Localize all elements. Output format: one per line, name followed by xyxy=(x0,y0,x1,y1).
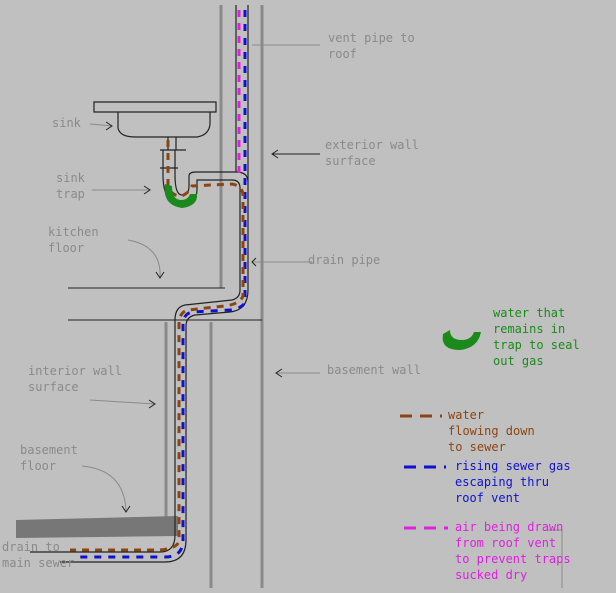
trap-water xyxy=(164,184,198,208)
legend-gas-line-3: roof vent xyxy=(455,491,520,505)
legend-trap-water-swatch xyxy=(442,330,481,350)
legend-air-line-1: air being drawn xyxy=(455,520,563,534)
legend: water that remains in trap to seal out g… xyxy=(400,306,580,582)
water-flow xyxy=(70,140,245,552)
kitchen-floor xyxy=(68,287,262,321)
legend-trap-water-line-2: remains in xyxy=(493,322,565,336)
sink-label: sink xyxy=(52,116,82,130)
legend-gas-line-2: escaping thru xyxy=(455,475,549,489)
legend-trap-water-line-4: out gas xyxy=(493,354,544,368)
vent-pipe-label-line-2: roof xyxy=(328,47,357,61)
leader-arrows xyxy=(105,121,320,513)
legend-air-line-3: to prevent traps xyxy=(455,552,571,566)
kitchen-floor-label-line-2: floor xyxy=(48,241,84,255)
sink-trap-label-line-1: sink xyxy=(56,171,86,185)
drain-pipe-label: drain pipe xyxy=(308,253,380,267)
legend-water-line-1: water xyxy=(448,408,484,422)
kitchen-floor-label-line-1: kitchen xyxy=(48,225,99,239)
legend-trap-water-line-3: trap to seal xyxy=(493,338,580,352)
exterior-wall-label-line-2: surface xyxy=(325,154,376,168)
drain-pipe xyxy=(30,5,249,563)
basement-floor xyxy=(16,516,178,538)
basement-floor-label-line-2: floor xyxy=(20,459,56,473)
exterior-wall-label-line-1: exterior wall xyxy=(325,138,419,152)
drain-to-sewer-label-line-1: drain to xyxy=(2,540,60,554)
leader-lines xyxy=(81,44,563,588)
legend-air-line-2: from roof vent xyxy=(455,536,556,550)
sink-trap-label-line-2: trap xyxy=(56,187,85,201)
legend-water-line-2: flowing down xyxy=(448,424,535,438)
sewer-gas-flow xyxy=(80,10,247,559)
sink xyxy=(93,101,217,175)
legend-air-line-4: sucked dry xyxy=(455,568,527,582)
legend-gas-line-1: rising sewer gas xyxy=(455,459,571,473)
interior-wall-label-line-1: interior wall xyxy=(28,364,122,378)
vent-pipe-label-line-1: vent pipe to xyxy=(328,31,415,45)
drain-to-sewer-label-line-2: main sewer xyxy=(2,556,74,570)
basement-wall-label: basement wall xyxy=(327,363,421,377)
legend-trap-water-line-1: water that xyxy=(493,306,565,320)
legend-water-line-3: to sewer xyxy=(448,440,506,454)
exterior-wall xyxy=(209,5,264,588)
basement-floor-label-line-1: basement xyxy=(20,443,78,457)
interior-wall-label-line-2: surface xyxy=(28,380,79,394)
